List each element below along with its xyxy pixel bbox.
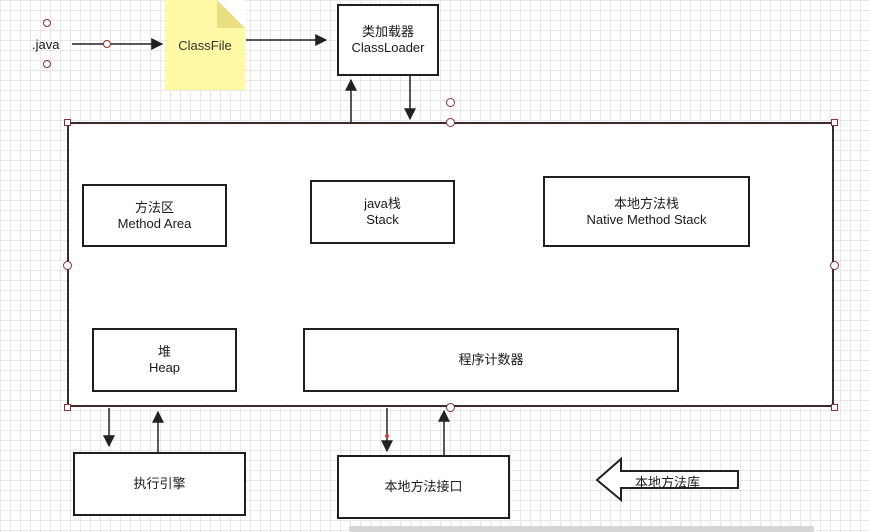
resize-handle-bottom-left[interactable] bbox=[64, 404, 71, 411]
pc-register-box[interactable]: 程序计数器 bbox=[303, 328, 679, 392]
classfile-note[interactable]: ClassFile bbox=[165, 0, 245, 90]
native-interface-label: 本地方法接口 bbox=[384, 479, 463, 494]
resize-handle-bottom-right[interactable] bbox=[831, 404, 838, 411]
pc-register-label: 程序计数器 bbox=[458, 352, 524, 367]
horizontal-scrollbar[interactable] bbox=[349, 526, 814, 532]
native-library-label[interactable]: 本地方法库 bbox=[635, 475, 701, 490]
source-java-label[interactable]: .java bbox=[32, 37, 60, 52]
native-interface-box[interactable]: 本地方法接口 bbox=[337, 455, 510, 519]
execution-engine-box[interactable]: 执行引擎 bbox=[73, 452, 246, 516]
resize-handle-right[interactable] bbox=[830, 261, 839, 270]
method-area-line1: 方法区 bbox=[134, 199, 174, 215]
classloader-box[interactable]: 类加载器 ClassLoader bbox=[337, 4, 439, 76]
classloader-line1: 类加载器 bbox=[361, 24, 414, 39]
method-area-line2: Method Area bbox=[117, 215, 192, 231]
resize-handle-top[interactable] bbox=[446, 118, 455, 127]
resize-handle-left[interactable] bbox=[63, 261, 72, 270]
heap-box[interactable]: 堆 Heap bbox=[92, 328, 237, 392]
execution-engine-label: 执行引擎 bbox=[133, 476, 186, 491]
method-area-box[interactable]: 方法区 Method Area bbox=[82, 184, 227, 247]
heap-line1: 堆 bbox=[157, 344, 171, 359]
classloader-line2: ClassLoader bbox=[351, 40, 425, 55]
note-fold-icon bbox=[217, 0, 245, 28]
heap-line2: Heap bbox=[148, 360, 181, 375]
native-stack-line1: 本地方法栈 bbox=[613, 195, 679, 211]
resize-handle-bottom[interactable] bbox=[446, 403, 455, 412]
resize-handle-top-left[interactable] bbox=[64, 119, 71, 126]
java-stack-line1: java栈 bbox=[364, 196, 401, 211]
rotate-handle[interactable] bbox=[446, 98, 455, 107]
java-stack-box[interactable]: java栈 Stack bbox=[310, 180, 455, 244]
java-stack-line2: Stack bbox=[366, 212, 399, 227]
native-stack-line2: Native Method Stack bbox=[586, 211, 707, 227]
native-method-stack-box[interactable]: 本地方法栈 Native Method Stack bbox=[543, 176, 750, 247]
classfile-label: ClassFile bbox=[178, 37, 232, 53]
resize-handle-top-right[interactable] bbox=[831, 119, 838, 126]
native-library-arrow-shape bbox=[595, 456, 739, 503]
